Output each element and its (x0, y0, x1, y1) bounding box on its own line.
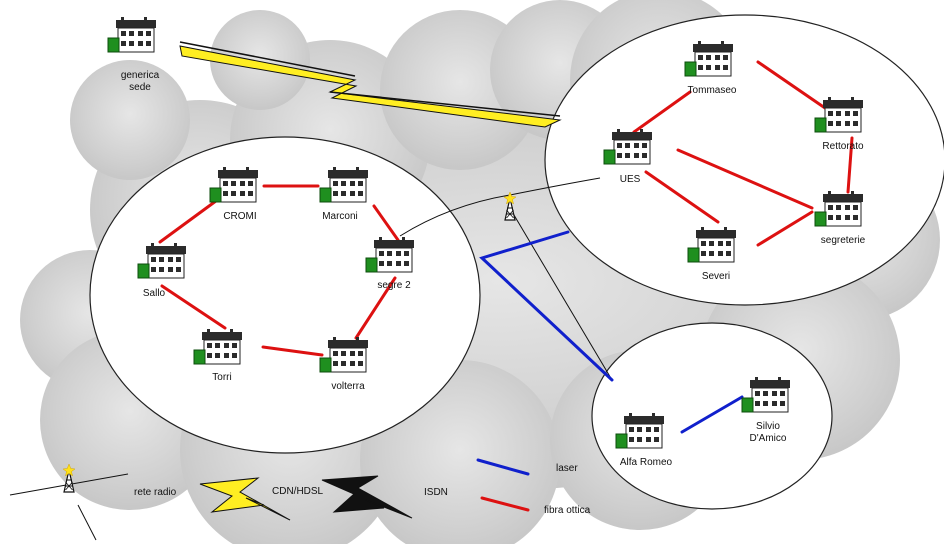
legend-rete-radio-label: rete radio (134, 487, 177, 498)
label-generica-sede-line1: generica (121, 70, 160, 81)
label-marconi: Marconi (322, 211, 358, 222)
laser-links (479, 230, 744, 434)
cdn-hdsl-link (179, 41, 562, 128)
label-silvio-damico-line2: D'Amico (750, 433, 787, 444)
label-ues: UES (620, 174, 641, 185)
label-sallo: Sallo (143, 288, 166, 299)
label-generica-sede-line2: sede (129, 82, 151, 93)
label-cromi: CROMI (223, 211, 256, 222)
legend: rete radio CDN/HDSL ISDN laser fibra ott… (9, 458, 591, 541)
label-severi: Severi (702, 271, 730, 282)
legend-isdn: ISDN (321, 475, 448, 519)
label-segreterie: segreterie (821, 235, 866, 246)
label-silvio-damico-line1: Silvio (756, 421, 780, 432)
legend-laser: laser (476, 458, 578, 476)
group-right-ellipse (544, 14, 944, 306)
label-volterra: volterra (331, 381, 365, 392)
label-alfa-romeo: Alfa Romeo (620, 457, 673, 468)
fiber-links (158, 60, 854, 357)
legend-cdn-hdsl: CDN/HDSL (199, 477, 324, 521)
label-torri: Torri (212, 372, 231, 383)
legend-fibra-ottica: fibra ottica (480, 496, 591, 516)
legend-cdn-hdsl-label: CDN/HDSL (272, 486, 324, 497)
legend-radio: rete radio (9, 463, 177, 541)
building-icon-generica-sede (107, 16, 157, 53)
legend-laser-label: laser (556, 463, 578, 474)
label-segre2: segre 2 (377, 280, 411, 291)
legend-isdn-label: ISDN (424, 487, 448, 498)
label-rettorato: Rettorato (822, 141, 864, 152)
legend-fibra-ottica-label: fibra ottica (544, 505, 591, 516)
label-tommaseo: Tommaseo (688, 85, 737, 96)
